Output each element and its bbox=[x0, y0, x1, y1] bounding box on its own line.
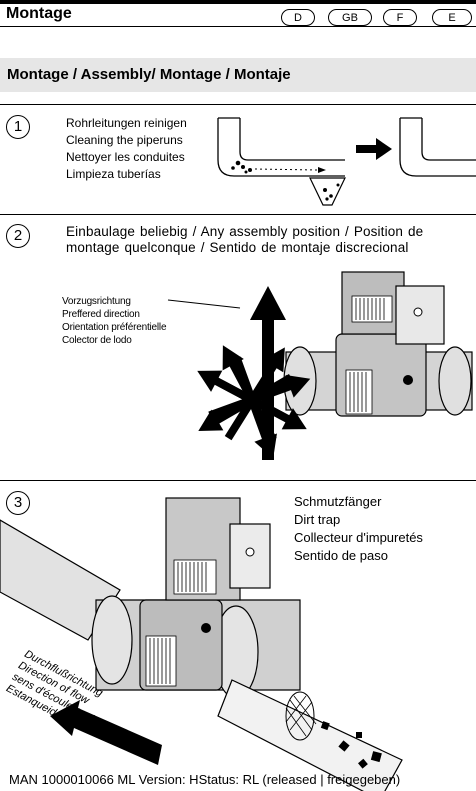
step-number-3: 3 bbox=[6, 491, 30, 515]
section-heading: Montage / Assembly/ Montage / Montaje bbox=[0, 58, 476, 92]
callout-fr: Orientation préférentielle bbox=[62, 322, 167, 333]
label-de: Schmutzfänger bbox=[294, 494, 382, 509]
page-footer: MAN 1000010066 ML Version: HStatus: RL (… bbox=[0, 770, 476, 791]
page-title: Montage bbox=[6, 5, 72, 22]
step1-line-fr: Nettoyer les conduites bbox=[66, 150, 185, 164]
section-title: Montage / Assembly/ Montage / Montaje bbox=[7, 66, 291, 83]
callout-es: Colector de lodo bbox=[62, 335, 132, 346]
step1-line-es: Limpieza tuberías bbox=[66, 167, 161, 181]
callout-de: Vorzugsrichtung bbox=[62, 296, 131, 307]
step2-description: Einbaulage beliebig / Any assembly posit… bbox=[66, 224, 424, 255]
page-header: Montage D GB F E bbox=[0, 4, 476, 27]
label-en: Dirt trap bbox=[294, 512, 341, 527]
divider bbox=[0, 104, 476, 106]
lang-badge-d: D bbox=[281, 9, 315, 26]
footer-text: MAN 1000010066 ML Version: HStatus: RL (… bbox=[9, 772, 401, 787]
lang-badge-e: E bbox=[432, 9, 472, 26]
step-number-2: 2 bbox=[6, 224, 30, 248]
lang-badge-gb: GB bbox=[328, 9, 372, 26]
lang-badge-f: F bbox=[383, 9, 417, 26]
divider bbox=[0, 214, 476, 216]
step1-line-de: Rohrleitungen reinigen bbox=[66, 116, 187, 130]
callout-en: Preffered direction bbox=[62, 309, 140, 320]
top-rule bbox=[0, 0, 476, 4]
label-es: Sentido de paso bbox=[294, 548, 388, 563]
divider bbox=[0, 480, 476, 482]
step1-line-en: Cleaning the piperuns bbox=[66, 133, 183, 147]
label-fr: Collecteur d'impuretés bbox=[294, 530, 423, 545]
step-number-1: 1 bbox=[6, 115, 30, 139]
